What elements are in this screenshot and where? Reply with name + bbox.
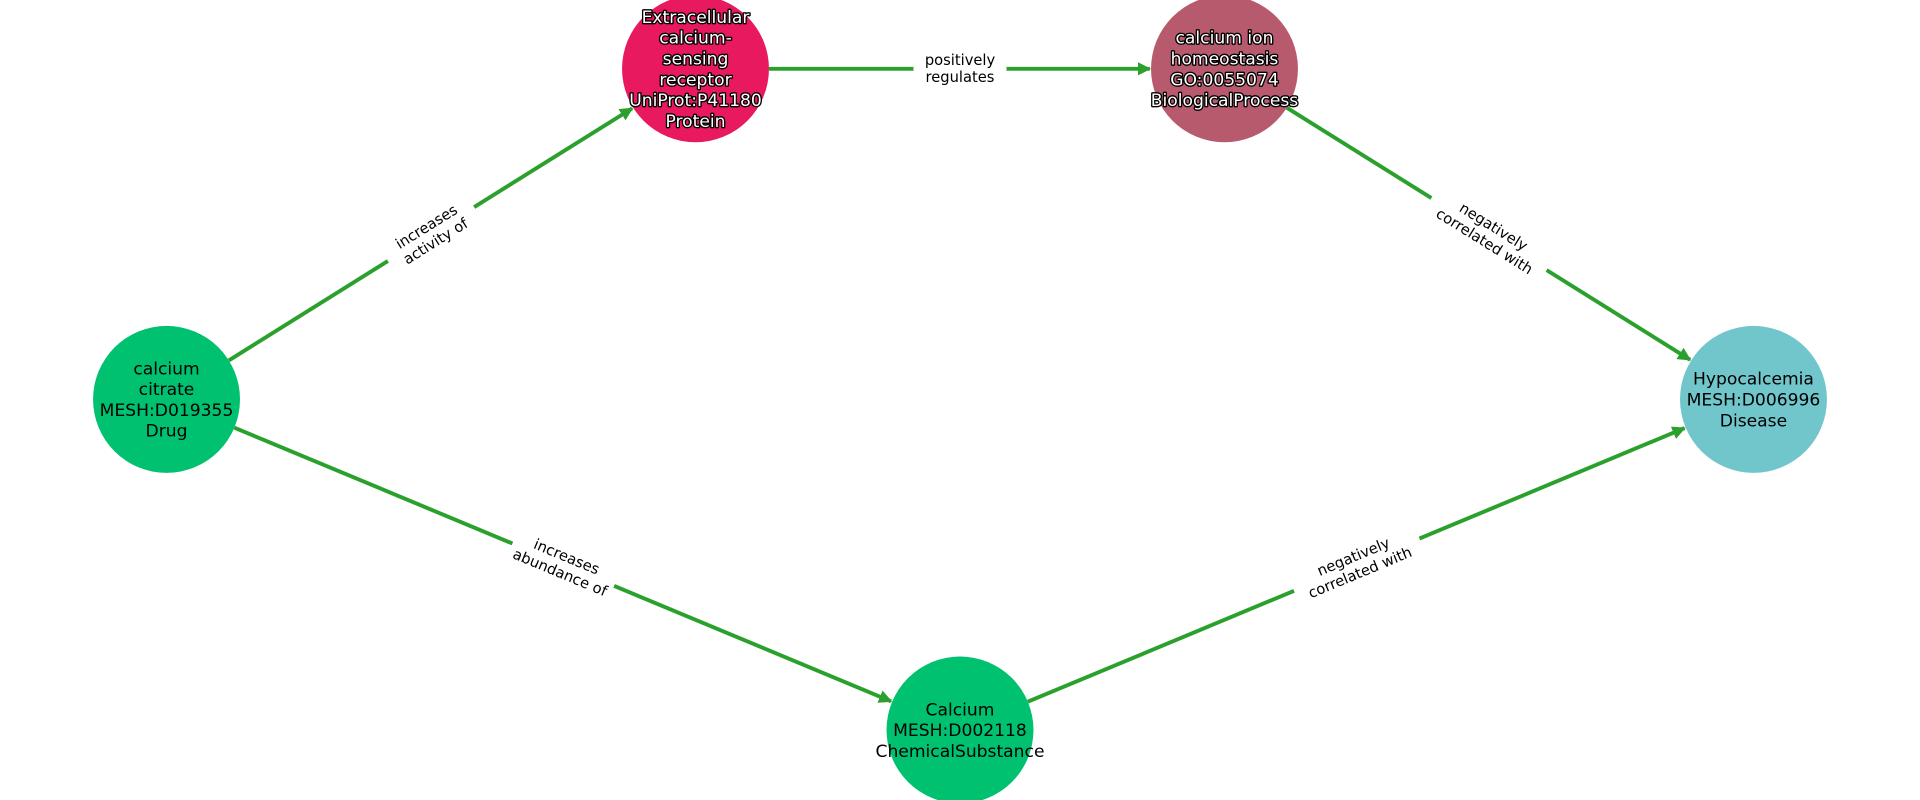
node-label-line: receptor: [659, 70, 732, 90]
node-label-line: Disease: [1720, 411, 1787, 431]
edge-label-line: regulates: [926, 69, 995, 86]
node-circle[interactable]: [1680, 325, 1827, 473]
node-circle[interactable]: [1151, 0, 1298, 143]
node-label-line: calcium ion: [1176, 29, 1274, 49]
node-label-line: Hypocalcemia: [1693, 370, 1814, 390]
node-label-line: sensing: [663, 49, 729, 69]
node-label-line: Extracellular: [642, 8, 751, 28]
node-circle[interactable]: [622, 0, 769, 143]
node-label-line: GO:0055074: [1170, 70, 1279, 90]
node-label-line: citrate: [139, 380, 195, 400]
node-label-line: MESH:D002118: [893, 721, 1027, 741]
node-label-line: Calcium: [926, 700, 995, 720]
node-label-line: Protein: [665, 112, 725, 132]
edge-label-line: positively: [925, 52, 996, 69]
node-label-line: calcium: [133, 359, 199, 379]
node-label-line: calcium-: [659, 29, 732, 49]
node-label-line: MESH:D019355: [100, 401, 234, 421]
node-label-line: MESH:D006996: [1687, 391, 1821, 411]
node-receptor[interactable]: Extracellularcalcium-sensingreceptorUniP…: [622, 0, 769, 143]
node-label-line: homeostasis: [1171, 49, 1279, 69]
node-circle[interactable]: [93, 325, 241, 473]
node-circle[interactable]: [886, 656, 1034, 800]
node-label-line: BiologicalProcess: [1151, 91, 1299, 111]
node-label-line: Drug: [146, 422, 188, 442]
node-label-line: ChemicalSubstance: [876, 742, 1045, 762]
node-label-line: UniProt:P41180: [629, 91, 762, 111]
node-homeostasis[interactable]: calcium ionhomeostasisGO:0055074Biologic…: [1149, 0, 1300, 143]
